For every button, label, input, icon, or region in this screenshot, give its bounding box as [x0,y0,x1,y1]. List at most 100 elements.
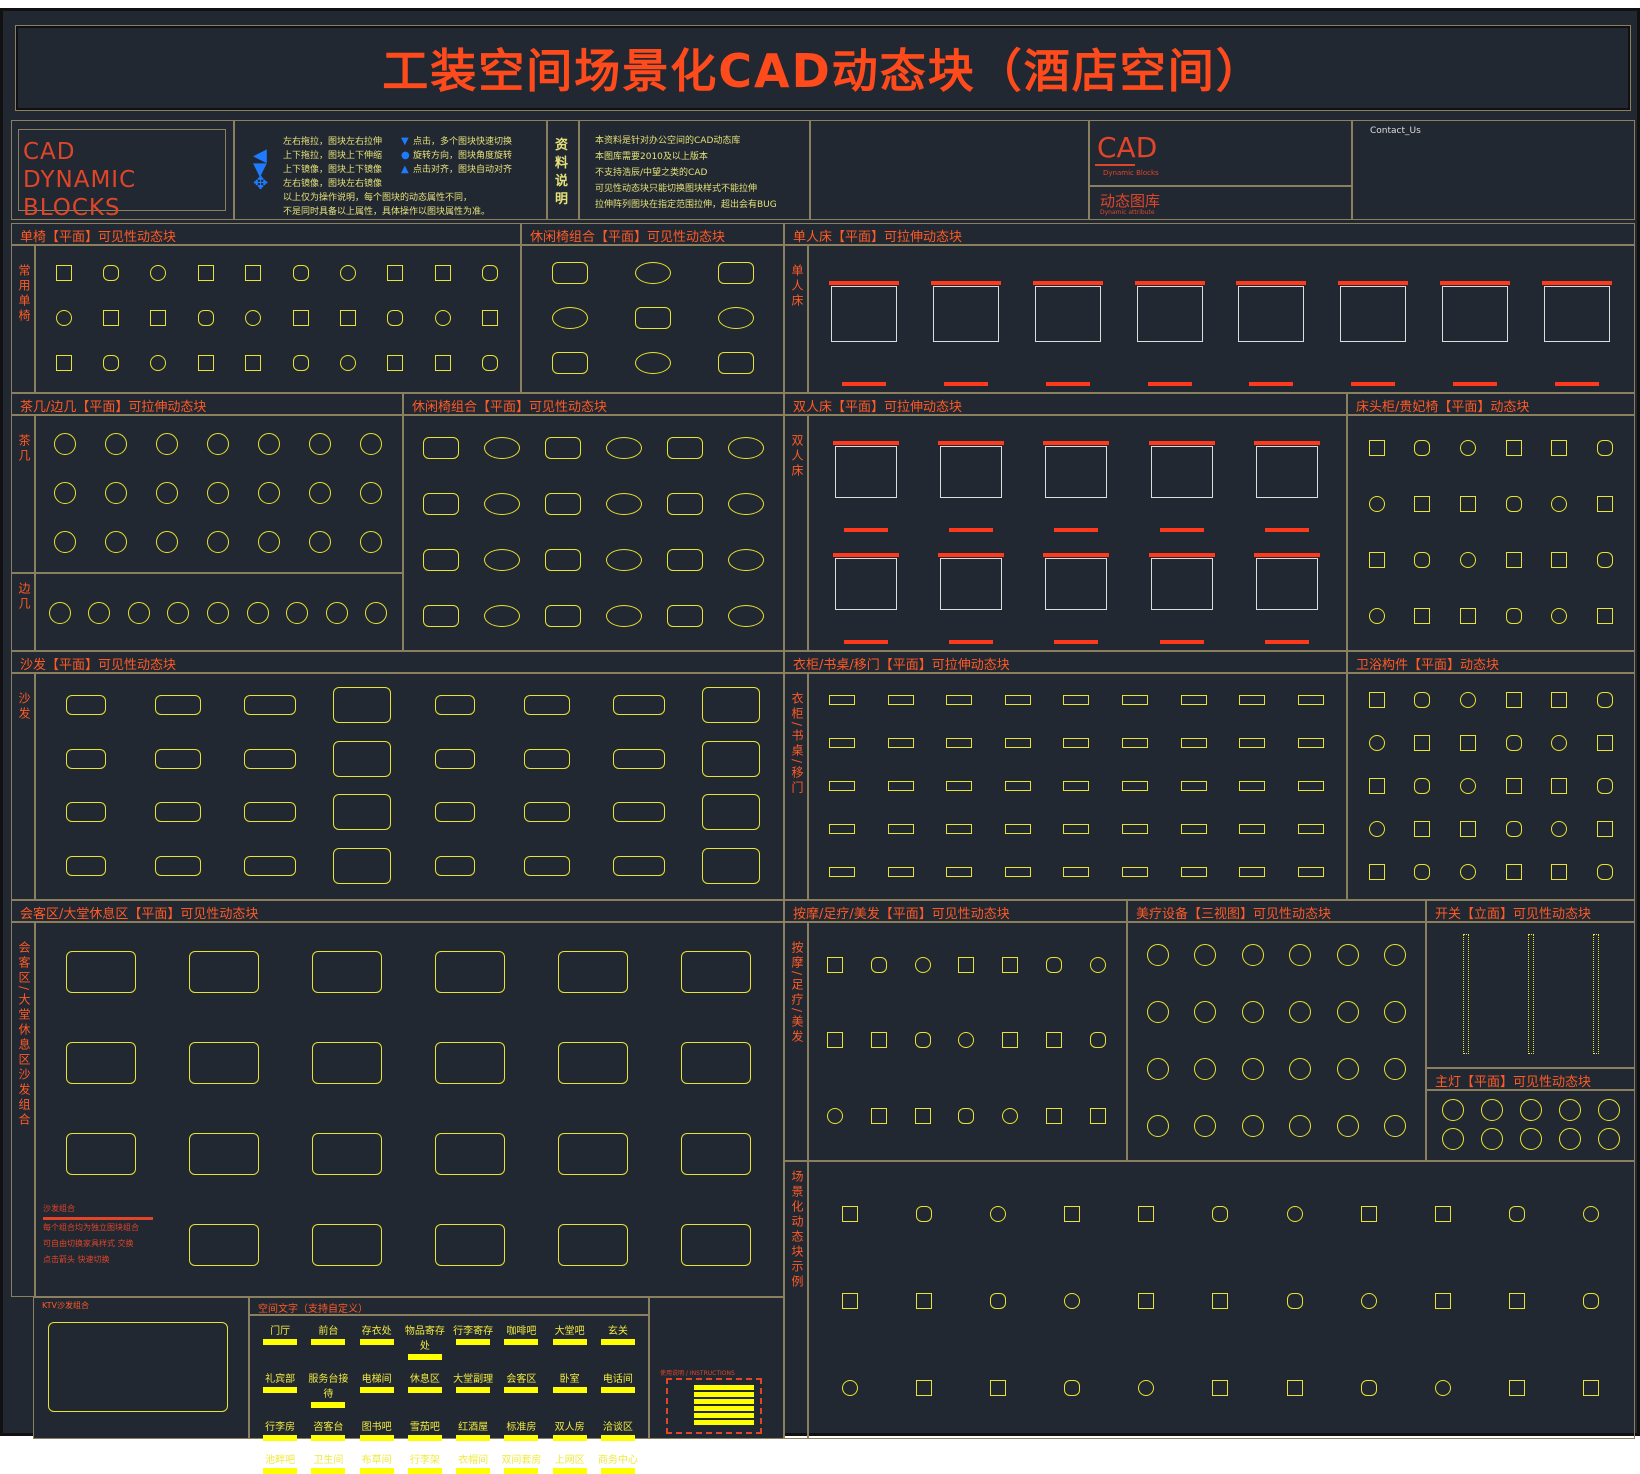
block-cell[interactable] [1032,927,1076,1003]
block-cell[interactable] [961,1345,1035,1432]
block-cell[interactable] [1550,1095,1589,1125]
block-cell[interactable] [142,469,193,518]
block-cell[interactable] [1109,1170,1183,1257]
space-label[interactable]: 大堂吧 [546,1322,594,1360]
block-cell[interactable] [1229,1097,1277,1154]
block-cell[interactable] [1400,721,1446,764]
block-cell[interactable] [1400,850,1446,893]
block-cell[interactable] [40,420,91,469]
block-cell[interactable] [528,341,611,386]
block-cell[interactable] [1554,1170,1628,1257]
block-cell[interactable] [1406,1257,1480,1344]
block-cell[interactable] [1582,850,1628,893]
block-cell[interactable] [1277,984,1325,1041]
block-cell[interactable] [813,807,872,850]
block-cell[interactable] [316,678,408,732]
block-cell[interactable] [1582,532,1628,588]
block-cell[interactable] [872,850,931,893]
block-cell[interactable] [277,341,324,386]
block-cell[interactable] [1182,984,1230,1041]
block-cell[interactable] [1164,764,1223,807]
block-cell[interactable] [467,250,514,295]
block-cell[interactable] [1472,1095,1511,1125]
block-cell[interactable] [40,582,80,644]
block-cell[interactable] [694,250,777,295]
block-cell[interactable] [930,850,989,893]
block-cell[interactable] [501,786,593,840]
block-cell[interactable] [1182,927,1230,984]
block-cell[interactable] [230,295,277,340]
block-cell[interactable] [1537,678,1583,721]
block-cell[interactable] [1511,1095,1550,1125]
space-label[interactable]: 衣帽间 [449,1451,497,1474]
block-cell[interactable] [80,582,120,644]
block-cell[interactable] [277,582,317,644]
block-cell[interactable] [372,295,419,340]
block-cell[interactable] [1537,588,1583,644]
block-cell[interactable] [1445,721,1491,764]
block-cell[interactable] [1400,420,1446,476]
block-cell[interactable] [532,532,593,588]
block-cell[interactable] [91,420,142,469]
block-cell[interactable] [1445,532,1491,588]
block-cell[interactable] [901,1003,945,1079]
space-label[interactable]: 咨客台 [304,1418,352,1441]
block-cell[interactable] [654,927,777,1018]
block-cell[interactable] [1491,850,1537,893]
block-cell[interactable] [655,476,716,532]
block-cell[interactable] [238,582,278,644]
block-cell[interactable] [1035,1257,1109,1344]
block-cell[interactable] [40,678,132,732]
block-cell[interactable] [1582,678,1628,721]
block-cell[interactable] [409,786,501,840]
space-label[interactable]: 布草间 [353,1451,401,1474]
space-label[interactable]: 洽谈区 [594,1418,642,1441]
block-cell[interactable] [87,341,134,386]
block-cell[interactable] [316,732,408,786]
block-cell[interactable] [1582,476,1628,532]
block-cell[interactable] [1277,1097,1325,1154]
block-cell[interactable] [294,517,345,566]
block-cell[interactable] [372,250,419,295]
block-cell[interactable] [1491,532,1537,588]
block-cell[interactable] [989,678,1048,721]
block-cell[interactable] [1183,1345,1257,1432]
block-cell[interactable] [1182,1041,1230,1098]
block-cell[interactable] [1047,850,1106,893]
block-cell[interactable] [1563,927,1628,1061]
block-cell[interactable] [1047,721,1106,764]
block-cell[interactable] [294,469,345,518]
block-cell[interactable] [611,341,694,386]
block-cell[interactable] [945,927,989,1003]
block-cell[interactable] [694,295,777,340]
block-cell[interactable] [193,469,244,518]
space-label[interactable]: 服务台接待 [304,1370,352,1408]
block-cell[interactable] [1511,1125,1550,1155]
block-cell[interactable] [813,1345,887,1432]
block-cell[interactable] [1134,1041,1182,1098]
block-cell[interactable] [159,582,199,644]
block-cell[interactable] [1550,1125,1589,1155]
space-label[interactable]: 卫生间 [304,1451,352,1474]
space-label[interactable]: 红酒屋 [449,1418,497,1441]
block-cell[interactable] [1354,764,1400,807]
block-cell[interactable] [915,250,1017,386]
space-label[interactable]: 休息区 [401,1370,449,1408]
block-cell[interactable] [1445,807,1491,850]
block-cell[interactable] [531,1109,654,1200]
block-cell[interactable] [1035,1345,1109,1432]
block-cell[interactable] [1433,1125,1472,1155]
block-cell[interactable] [40,732,132,786]
block-cell[interactable] [286,927,409,1018]
space-label[interactable]: 行李房 [256,1418,304,1441]
block-cell[interactable] [593,732,685,786]
block-cell[interactable] [1582,721,1628,764]
block-cell[interactable] [324,250,371,295]
block-cell[interactable] [1406,1345,1480,1432]
block-cell[interactable] [1281,850,1340,893]
block-cell[interactable] [1433,1095,1472,1125]
block-cell[interactable] [1221,250,1323,386]
space-label[interactable]: 门厅 [256,1322,304,1360]
block-cell[interactable] [930,678,989,721]
block-cell[interactable] [135,295,182,340]
